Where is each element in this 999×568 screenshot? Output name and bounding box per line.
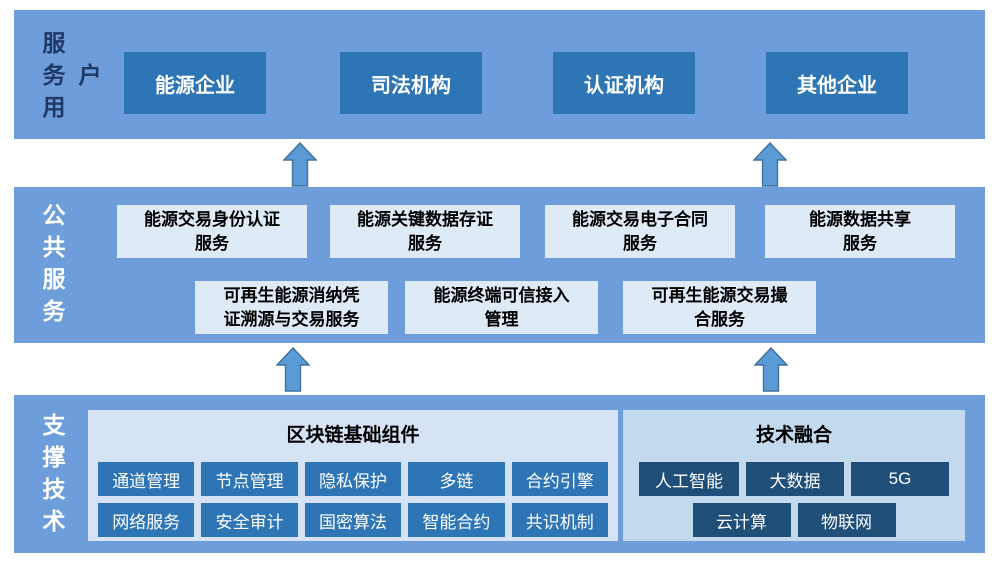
chip-node-management: 节点管理 — [201, 462, 298, 496]
band-public-services: 公共服务 能源交易身份认证 服务 能源关键数据存证 服务 能源交易电子合同 服务… — [14, 187, 985, 343]
up-arrow-icon — [283, 142, 317, 187]
user-box-energy-enterprise: 能源企业 — [124, 52, 266, 114]
service-box-identity-authentication: 能源交易身份认证 服务 — [117, 205, 307, 258]
band-service-users: 服务用户 能源企业 司法机构 认证机构 其他企业 — [14, 10, 985, 139]
chip-multi-chain: 多链 — [408, 462, 505, 496]
user-box-judicial-institution: 司法机构 — [340, 52, 482, 114]
blockchain-chip-grid: 通道管理 节点管理 隐私保护 多链 合约引擎 网络服务 安全审计 国密算法 智能… — [98, 462, 608, 537]
up-arrow-icon — [276, 347, 310, 392]
band-label-public-services: 公共服务 — [39, 203, 65, 331]
chip-smart-contract: 智能合约 — [408, 503, 505, 537]
panel-blockchain-components: 区块链基础组件 通道管理 节点管理 隐私保护 多链 合约引擎 网络服务 安全审计… — [88, 410, 618, 541]
user-box-other-enterprise: 其他企业 — [766, 52, 908, 114]
chip-5g: 5G — [851, 462, 949, 496]
service-box-data-sharing: 能源数据共享 服务 — [765, 205, 955, 258]
chip-national-crypto-algorithm: 国密算法 — [304, 503, 402, 537]
chip-artificial-intelligence: 人工智能 — [639, 462, 739, 496]
chip-network-service: 网络服务 — [98, 503, 195, 537]
up-arrow-icon — [754, 347, 788, 392]
band-supporting-technology: 支撑技术 区块链基础组件 通道管理 节点管理 隐私保护 多链 合约引擎 网络服务… — [14, 395, 985, 553]
chip-contract-engine: 合约引擎 — [511, 462, 608, 496]
panel-title-blockchain-components: 区块链基础组件 — [286, 425, 420, 446]
band-label-service-users: 服务用户 — [39, 30, 101, 127]
chip-internet-of-things: 物联网 — [797, 503, 896, 537]
chip-channel-management: 通道管理 — [98, 462, 195, 496]
up-arrow-icon — [753, 142, 787, 187]
user-box-certification-authority: 认证机构 — [553, 52, 695, 114]
service-box-key-data-deposit: 能源关键数据存证 服务 — [330, 205, 520, 258]
panel-title-technology-fusion: 技术融合 — [755, 425, 832, 446]
service-box-trade-matching: 可再生能源交易撮 合服务 — [623, 281, 816, 334]
chip-privacy-protection: 隐私保护 — [304, 462, 402, 496]
chip-big-data: 大数据 — [746, 462, 844, 496]
service-box-terminal-trusted-access: 能源终端可信接入 管理 — [405, 281, 598, 334]
panel-technology-fusion: 技术融合 人工智能 大数据 5G 云计算 物联网 — [623, 410, 965, 541]
fusion-chip-row-1: 人工智能 大数据 5G — [623, 462, 965, 496]
chip-cloud-computing: 云计算 — [692, 503, 791, 537]
chip-consensus-mechanism: 共识机制 — [511, 503, 608, 537]
service-box-renewable-certificate-trace: 可再生能源消纳凭 证溯源与交易服务 — [195, 281, 388, 334]
band-label-supporting-technology: 支撑技术 — [39, 413, 65, 541]
chip-security-audit: 安全审计 — [201, 503, 298, 537]
service-box-electronic-contract: 能源交易电子合同 服务 — [545, 205, 735, 258]
fusion-chip-row-2: 云计算 物联网 — [623, 503, 965, 537]
